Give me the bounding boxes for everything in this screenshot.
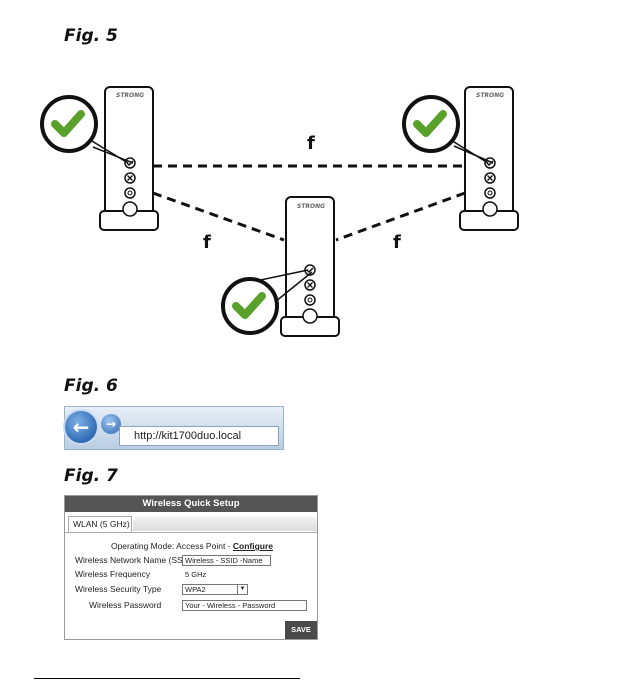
tab-bar-fill [133, 516, 317, 531]
ssid-label: Wireless Network Name (SSID) [75, 555, 195, 565]
wireless-setup-panel: Wireless Quick Setup WLAN (5 GHz) Operat… [64, 495, 318, 640]
password-label: Wireless Password [89, 600, 162, 610]
device-logo: STRONG [476, 92, 504, 99]
security-type-select[interactable]: WPA2 ▼ [182, 584, 248, 595]
footer-rule [34, 678, 300, 679]
link-left [152, 191, 285, 242]
operating-mode-text: Operating Mode: Access Point - [110, 541, 233, 551]
tab-bar: WLAN (5 GHz) [65, 516, 317, 533]
configure-link[interactable]: Configure [232, 541, 274, 551]
powerline-adapter-center: STRONG [221, 196, 340, 337]
check-icon [51, 110, 85, 137]
frequency-value: 5 GHz [185, 570, 207, 579]
address-bar[interactable]: http://kit1700duo.local [119, 426, 279, 446]
security-type-label: Wireless Security Type [75, 584, 162, 594]
password-input[interactable]: Your - Wireless - Password [182, 600, 307, 611]
chevron-down-icon: ▼ [237, 585, 247, 594]
forward-arrow-icon[interactable]: → [101, 414, 121, 434]
check-icon [232, 292, 266, 319]
tab-wlan-5ghz[interactable]: WLAN (5 GHz) [68, 516, 132, 532]
save-button[interactable]: SAVE [285, 621, 317, 639]
security-type-value: WPA2 [185, 585, 206, 594]
operating-mode: Operating Mode: Access Point - Configure [65, 541, 319, 551]
fig6-title: Fig. 6 [64, 376, 118, 396]
link-label-right: f [393, 232, 401, 253]
device-logo: STRONG [116, 92, 144, 99]
frequency-label: Wireless Frequency [75, 569, 151, 579]
ssid-input[interactable]: Wireless - SSID -Name [182, 555, 271, 566]
device-logo: STRONG [297, 203, 325, 210]
fig7-title: Fig. 7 [64, 466, 118, 486]
fig5-title: Fig. 5 [64, 26, 118, 46]
powerline-adapter-left: STRONG [40, 86, 159, 231]
powerline-adapter-right: STRONG [402, 86, 519, 231]
link-right [335, 191, 466, 242]
fig5-diagram: STRONG STRONG STRONG [40, 86, 519, 337]
check-icon [413, 110, 447, 137]
back-arrow-icon[interactable]: ← [63, 409, 99, 445]
link-label-top: f [307, 133, 315, 154]
link-label-left: f [203, 232, 211, 253]
panel-header: Wireless Quick Setup [65, 496, 317, 512]
browser-toolbar: ← → http://kit1700duo.local [63, 406, 284, 450]
